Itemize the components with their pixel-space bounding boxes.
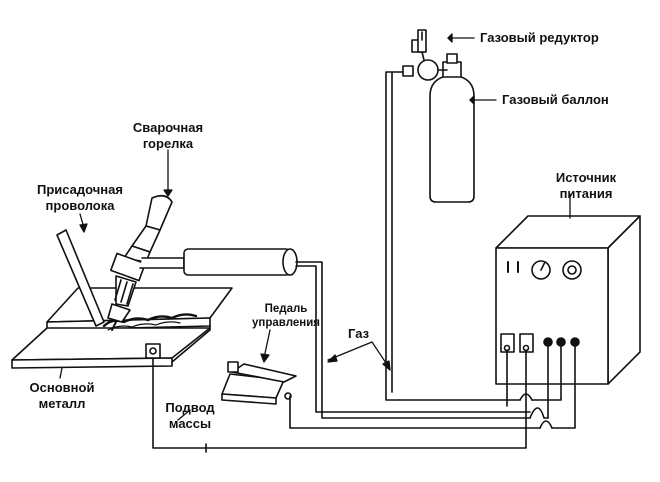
filler-wire-label-line2: проволока — [45, 198, 115, 213]
leader-lines — [59, 33, 571, 421]
gas-cylinder — [429, 53, 475, 203]
power-source-label-line1: Источник — [555, 170, 617, 185]
power-source-label-line2: питания — [559, 186, 613, 201]
power-source-label: Источник питания — [538, 170, 634, 202]
power-source — [495, 215, 641, 385]
base-metal-label-line1: Основной — [29, 380, 95, 395]
connections — [152, 71, 576, 453]
foot-pedal — [221, 361, 297, 405]
filler-wire-label-line1: Присадочная — [37, 182, 123, 197]
pedal-label-line2: управления — [252, 317, 320, 329]
torch-label-line2: горелка — [142, 136, 194, 151]
gas-label: Газ — [348, 326, 370, 341]
gas-cylinder-label: Газовый баллон — [502, 92, 609, 107]
filler-wire — [56, 229, 105, 327]
gas-regulator — [402, 29, 448, 81]
base-metal-label-line2: металл — [38, 396, 86, 411]
ground-label-line1: Подвод — [165, 400, 215, 415]
gas-regulator-label: Газовый редуктор — [480, 30, 599, 45]
welding-torch — [107, 194, 298, 331]
ground-label-line2: массы — [168, 416, 212, 431]
torch-label-line1: Сварочная — [132, 120, 204, 135]
ground-clamp — [145, 343, 161, 359]
pedal-label-line1: Педаль — [264, 303, 308, 315]
filler-wire-label: Присадочная проволока — [24, 182, 136, 214]
base-metal-label: Основной металл — [14, 380, 110, 412]
ground-label: Подвод массы — [150, 400, 230, 432]
pedal-label: Педаль управления — [236, 302, 336, 330]
torch-label: Сварочная горелка — [118, 120, 218, 152]
